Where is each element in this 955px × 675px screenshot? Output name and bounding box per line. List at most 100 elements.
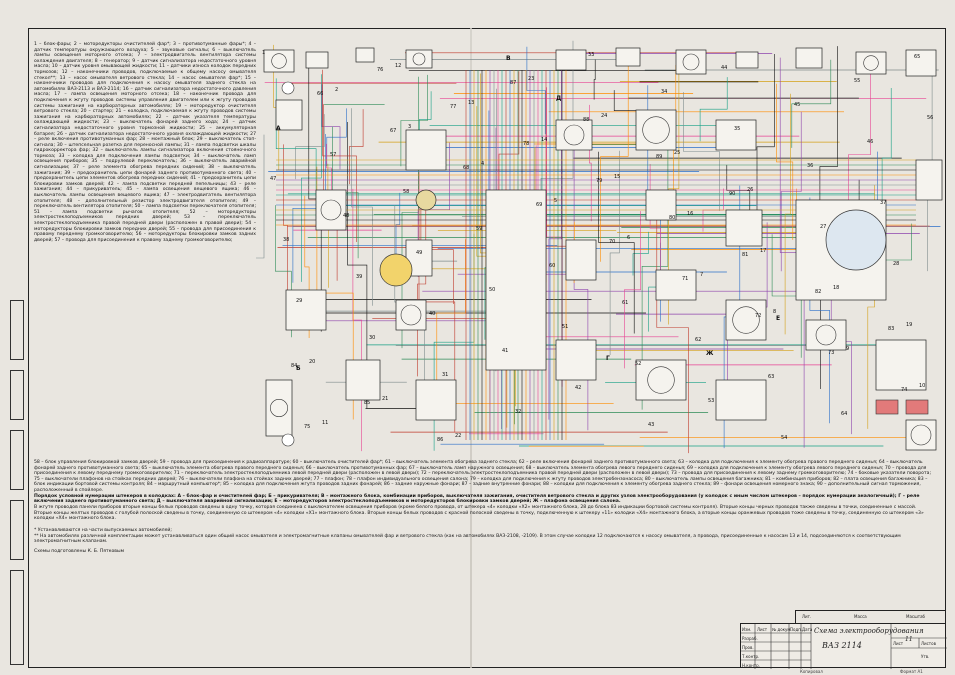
col-mass: Масса	[854, 614, 867, 619]
wire	[295, 114, 325, 180]
component-number: 71	[682, 276, 688, 282]
component-number: 47	[270, 176, 276, 182]
footnote-1: * Устанавливаются на части выпускаемых а…	[34, 527, 172, 533]
component-box	[905, 49, 937, 77]
wire	[756, 54, 775, 240]
col-scale: Масштаб	[906, 614, 926, 619]
component-box	[263, 49, 295, 73]
component-number: 46	[867, 139, 873, 145]
tb-tkontr: Т.контр.	[742, 654, 760, 659]
tb-list: Лист	[757, 627, 768, 632]
component-number: 18	[833, 285, 839, 291]
component-number: 63	[768, 374, 774, 380]
title-grid	[741, 624, 947, 669]
component-box	[555, 339, 597, 381]
wire	[609, 150, 620, 355]
zone-label: А	[276, 125, 281, 132]
stamp-box	[10, 430, 24, 490]
wire	[326, 108, 347, 167]
tb-ndok: № докум.	[772, 627, 792, 632]
component-number: 41	[502, 348, 508, 354]
drawing-frame	[28, 28, 946, 668]
component-number: 53	[708, 398, 714, 404]
component-number: 7	[700, 272, 703, 278]
wire	[400, 74, 428, 167]
wire	[776, 83, 794, 240]
wire	[347, 122, 368, 409]
component-box	[485, 189, 547, 371]
component-number: 31	[442, 372, 448, 378]
wire	[321, 84, 341, 170]
tb-utv: Утв.	[921, 654, 930, 659]
wire	[351, 108, 373, 306]
component-box	[635, 109, 677, 151]
component-number: 85	[364, 400, 370, 406]
component-box	[355, 47, 375, 63]
component-box	[265, 379, 293, 437]
component-number: 6	[627, 235, 630, 241]
stamp-box	[10, 300, 24, 360]
component-number: 56	[927, 115, 933, 121]
component-number: 70	[609, 239, 615, 245]
component-number: 13	[468, 100, 474, 106]
col-lit: Лит.	[802, 614, 812, 619]
component-circle	[815, 324, 837, 346]
lamp-symbol	[281, 81, 295, 95]
component-box	[735, 51, 759, 69]
component-number: 88	[583, 117, 589, 123]
component-number: 26	[747, 187, 753, 193]
component-number: 34	[661, 89, 667, 95]
component-number-labels: 1234567891011121314151617181920212223242…	[262, 50, 933, 443]
component-circle	[320, 199, 342, 221]
component-number: 49	[416, 250, 422, 256]
component-number: 58	[403, 189, 409, 195]
wire	[771, 234, 802, 358]
component-number: 68	[463, 165, 469, 171]
component-circle	[563, 124, 585, 146]
component-number: 48	[343, 213, 349, 219]
component-number: 32	[515, 409, 521, 415]
component-number: 72	[755, 313, 761, 319]
lamp-symbol	[281, 433, 295, 447]
tb-razrab: Разраб.	[742, 636, 758, 641]
component-number: 83	[888, 326, 894, 332]
component-number: 78	[523, 141, 529, 147]
component-number: 30	[369, 335, 375, 341]
component-number: 22	[455, 433, 461, 439]
component-number: 90	[729, 191, 735, 197]
component-number: 67	[390, 128, 396, 134]
stamp-box	[10, 370, 24, 420]
tb-izm: Изм.	[742, 627, 752, 632]
component-number: 28	[893, 261, 899, 267]
tb-prov: Пров.	[742, 645, 754, 650]
legend-continuation: 58 – блок управления блокировкой замков …	[34, 460, 931, 493]
wire	[352, 188, 362, 452]
component-number: 57	[330, 152, 336, 158]
fan-symbol	[379, 253, 413, 287]
left-stamp-strip	[3, 300, 25, 670]
component-number: 35	[734, 126, 740, 132]
component-number: 14	[541, 137, 547, 143]
drawing-model: ВАЗ 2114	[822, 641, 862, 650]
wire	[283, 144, 288, 307]
wire	[349, 109, 364, 185]
component-box	[905, 419, 937, 451]
wiring-diagram: 1234567891011121314151617181920212223242…	[256, 40, 943, 454]
wire	[784, 93, 791, 335]
drawing-title: Схема электрооборудования	[814, 627, 924, 635]
component-circle	[682, 53, 700, 71]
component-number: 10	[919, 383, 925, 389]
author-credit: Схемы подготовлены К. Б. Пятковым	[34, 548, 125, 554]
wire	[683, 92, 720, 211]
connector-numbering-text: Порядок условной нумерации штекеров в ко…	[34, 493, 920, 505]
component-number: 24	[601, 113, 607, 119]
component-box	[275, 99, 303, 131]
component-number: 80	[669, 215, 675, 221]
wire	[418, 171, 456, 432]
component-box	[315, 189, 347, 231]
component-number: 54	[781, 435, 787, 441]
wire	[726, 164, 751, 216]
component-number: 9	[846, 346, 849, 352]
component-box	[715, 379, 767, 421]
component-number: 65	[914, 54, 920, 60]
